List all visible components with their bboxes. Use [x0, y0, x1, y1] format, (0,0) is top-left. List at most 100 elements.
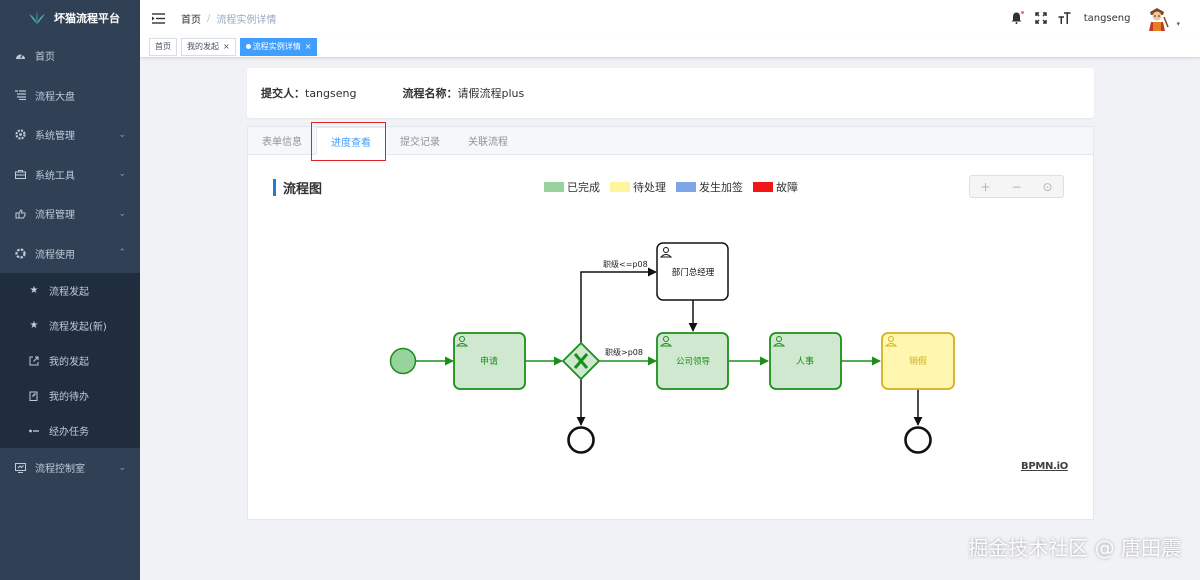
tag-home[interactable]: 首页 [149, 37, 177, 56]
close-icon[interactable]: × [223, 42, 230, 51]
tab-label: 进度查看 [331, 137, 371, 149]
bpmn-io-logo[interactable]: BPMN.iO [1021, 461, 1068, 472]
task-apply[interactable]: 申请 [453, 332, 526, 390]
chevron-down-icon: ⌄ [118, 462, 126, 473]
legend-label: 发生加签 [699, 181, 743, 194]
zoom-out-button[interactable]: − [1011, 179, 1022, 194]
task-label: 部门总经理 [672, 267, 715, 278]
logo-icon [29, 11, 45, 24]
sidebar-item-label: 经办任务 [49, 427, 89, 438]
task-label: 公司领导 [676, 356, 711, 367]
app-title: 坏猫流程平台 [54, 12, 120, 25]
tag-instance-detail[interactable]: 流程实例详情 × [239, 37, 318, 56]
tab-submit-records[interactable]: 提交记录 [386, 127, 454, 154]
sidebar-item-start-process-new[interactable]: ★ 流程发起(新) [0, 308, 140, 343]
star-icon: ★ [29, 285, 39, 296]
sidebar-item-label: 流程管理 [35, 210, 75, 222]
tag-my-started[interactable]: 我的发起 × [181, 37, 236, 56]
legend-completed: 已完成 [544, 179, 600, 195]
legend-label: 待处理 [633, 181, 666, 194]
notification-badge [1019, 10, 1025, 15]
sidebar-item-label: 我的待办 [49, 392, 89, 403]
tab-form-info[interactable]: 表单信息 [248, 127, 316, 154]
zoom-in-button[interactable]: + [980, 179, 991, 194]
exclusive-gateway[interactable] [561, 341, 601, 381]
sidebar-item-label: 流程控制室 [35, 464, 85, 476]
tab-bar: 表单信息 进度查看 提交记录 关联流程 [248, 127, 1093, 155]
tag-label: 首页 [155, 42, 171, 51]
tab-label: 提交记录 [400, 137, 440, 148]
external-link-icon [28, 356, 40, 366]
flow-title: 流程图 [273, 178, 322, 197]
hamburger-icon[interactable] [152, 12, 165, 24]
navbar: 首页 / 流程实例详情 tangseng ▾ [140, 0, 1200, 36]
chevron-down-icon: ⌄ [118, 169, 126, 180]
legend-label: 已完成 [567, 181, 600, 194]
username[interactable]: tangseng [1083, 12, 1131, 24]
toolbox-icon [14, 168, 26, 180]
dropdown-caret-icon[interactable]: ▾ [1176, 20, 1180, 28]
avatar[interactable] [1144, 5, 1171, 31]
watermark: 掘金技术社区 @ 唐田震 [968, 536, 1181, 560]
task-dept-manager[interactable]: 部门总经理 [656, 242, 729, 301]
sidebar-item-label: 流程使用 [35, 249, 75, 261]
font-size-icon[interactable] [1058, 11, 1072, 25]
task-company-leader[interactable]: 公司领导 [656, 332, 729, 390]
edge-gateway-manager [580, 267, 657, 343]
task-label: 销假 [909, 355, 927, 367]
breadcrumb-separator: / [207, 12, 211, 24]
x-mark-icon [573, 353, 589, 369]
edge-label-lower: 职级>p08 [605, 347, 643, 357]
submitter-info: 提交人： tangseng [261, 85, 356, 101]
process-info-card: 提交人： tangseng 流程名称： 请假流程plus [247, 68, 1094, 118]
sidebar-item-process-admin[interactable]: 流程管理 ⌄ [0, 194, 140, 234]
sidebar-item-process-use[interactable]: 流程使用 ⌃ [0, 234, 140, 274]
user-icon [772, 336, 786, 347]
end-event-final[interactable] [904, 426, 932, 454]
tab-related-process[interactable]: 关联流程 [454, 127, 522, 154]
sidebar-item-my-started[interactable]: 我的发起 [0, 343, 140, 378]
breadcrumb-home[interactable]: 首页 [181, 14, 201, 26]
sidebar-item-system-admin[interactable]: 系统管理 ⌄ [0, 115, 140, 155]
process-name-label: 流程名称： [402, 87, 458, 100]
bpmn-canvas: 职级<=p08 职级>p08 申请 部门总经理 公司领导 [389, 242, 955, 454]
title-accent-bar [273, 179, 276, 196]
monitor-icon [14, 462, 26, 474]
start-event[interactable] [389, 347, 417, 375]
sidebar-item-handled-tasks[interactable]: 经办任务 [0, 413, 140, 448]
sidebar-item-dashboard[interactable]: 流程大盘 [0, 76, 140, 116]
legend-pending: 待处理 [610, 179, 666, 195]
zoom-controls: + − ⊙ [969, 175, 1064, 198]
breadcrumb-current: 流程实例详情 [216, 14, 277, 26]
end-event-gateway[interactable] [567, 426, 595, 454]
task-hr[interactable]: 人事 [769, 332, 842, 390]
sidebar-item-home[interactable]: 首页 [0, 36, 140, 76]
sidebar-item-process-control[interactable]: 流程控制室 ⌄ [0, 448, 140, 488]
legend-swatch [610, 182, 630, 192]
tags-view: 首页 我的发起 × 流程实例详情 × [140, 36, 1200, 58]
user-icon [659, 247, 673, 258]
user-icon [884, 336, 898, 347]
list-icon [14, 89, 26, 101]
edit-icon [28, 391, 40, 401]
edge-label-upper: 职级<=p08 [603, 259, 648, 269]
navbar-right: tangseng ▾ [1010, 0, 1180, 36]
user-icon [659, 336, 673, 347]
sidebar-item-start-process[interactable]: ★ 流程发起 [0, 273, 140, 308]
star-icon: ★ [29, 320, 39, 331]
chevron-down-icon: ⌄ [118, 208, 126, 219]
legend-fault: 故障 [753, 179, 798, 195]
chevron-up-icon: ⌃ [118, 248, 126, 259]
bell-icon[interactable] [1010, 10, 1025, 25]
task-cancel-leave[interactable]: 销假 [881, 332, 955, 390]
fullscreen-icon[interactable] [1034, 11, 1048, 25]
legend: 已完成 待处理 发生加签 故障 [544, 179, 798, 195]
sidebar-item-my-todo[interactable]: 我的待办 [0, 378, 140, 413]
sidebar-item-system-tools[interactable]: 系统工具 ⌄ [0, 155, 140, 195]
zoom-reset-button[interactable]: ⊙ [1042, 179, 1053, 194]
legend-swatch [753, 182, 773, 192]
close-icon[interactable]: × [304, 42, 312, 51]
tab-progress[interactable]: 进度查看 [316, 127, 386, 155]
brand[interactable]: 坏猫流程平台 [0, 0, 140, 36]
tab-label: 关联流程 [468, 137, 508, 148]
